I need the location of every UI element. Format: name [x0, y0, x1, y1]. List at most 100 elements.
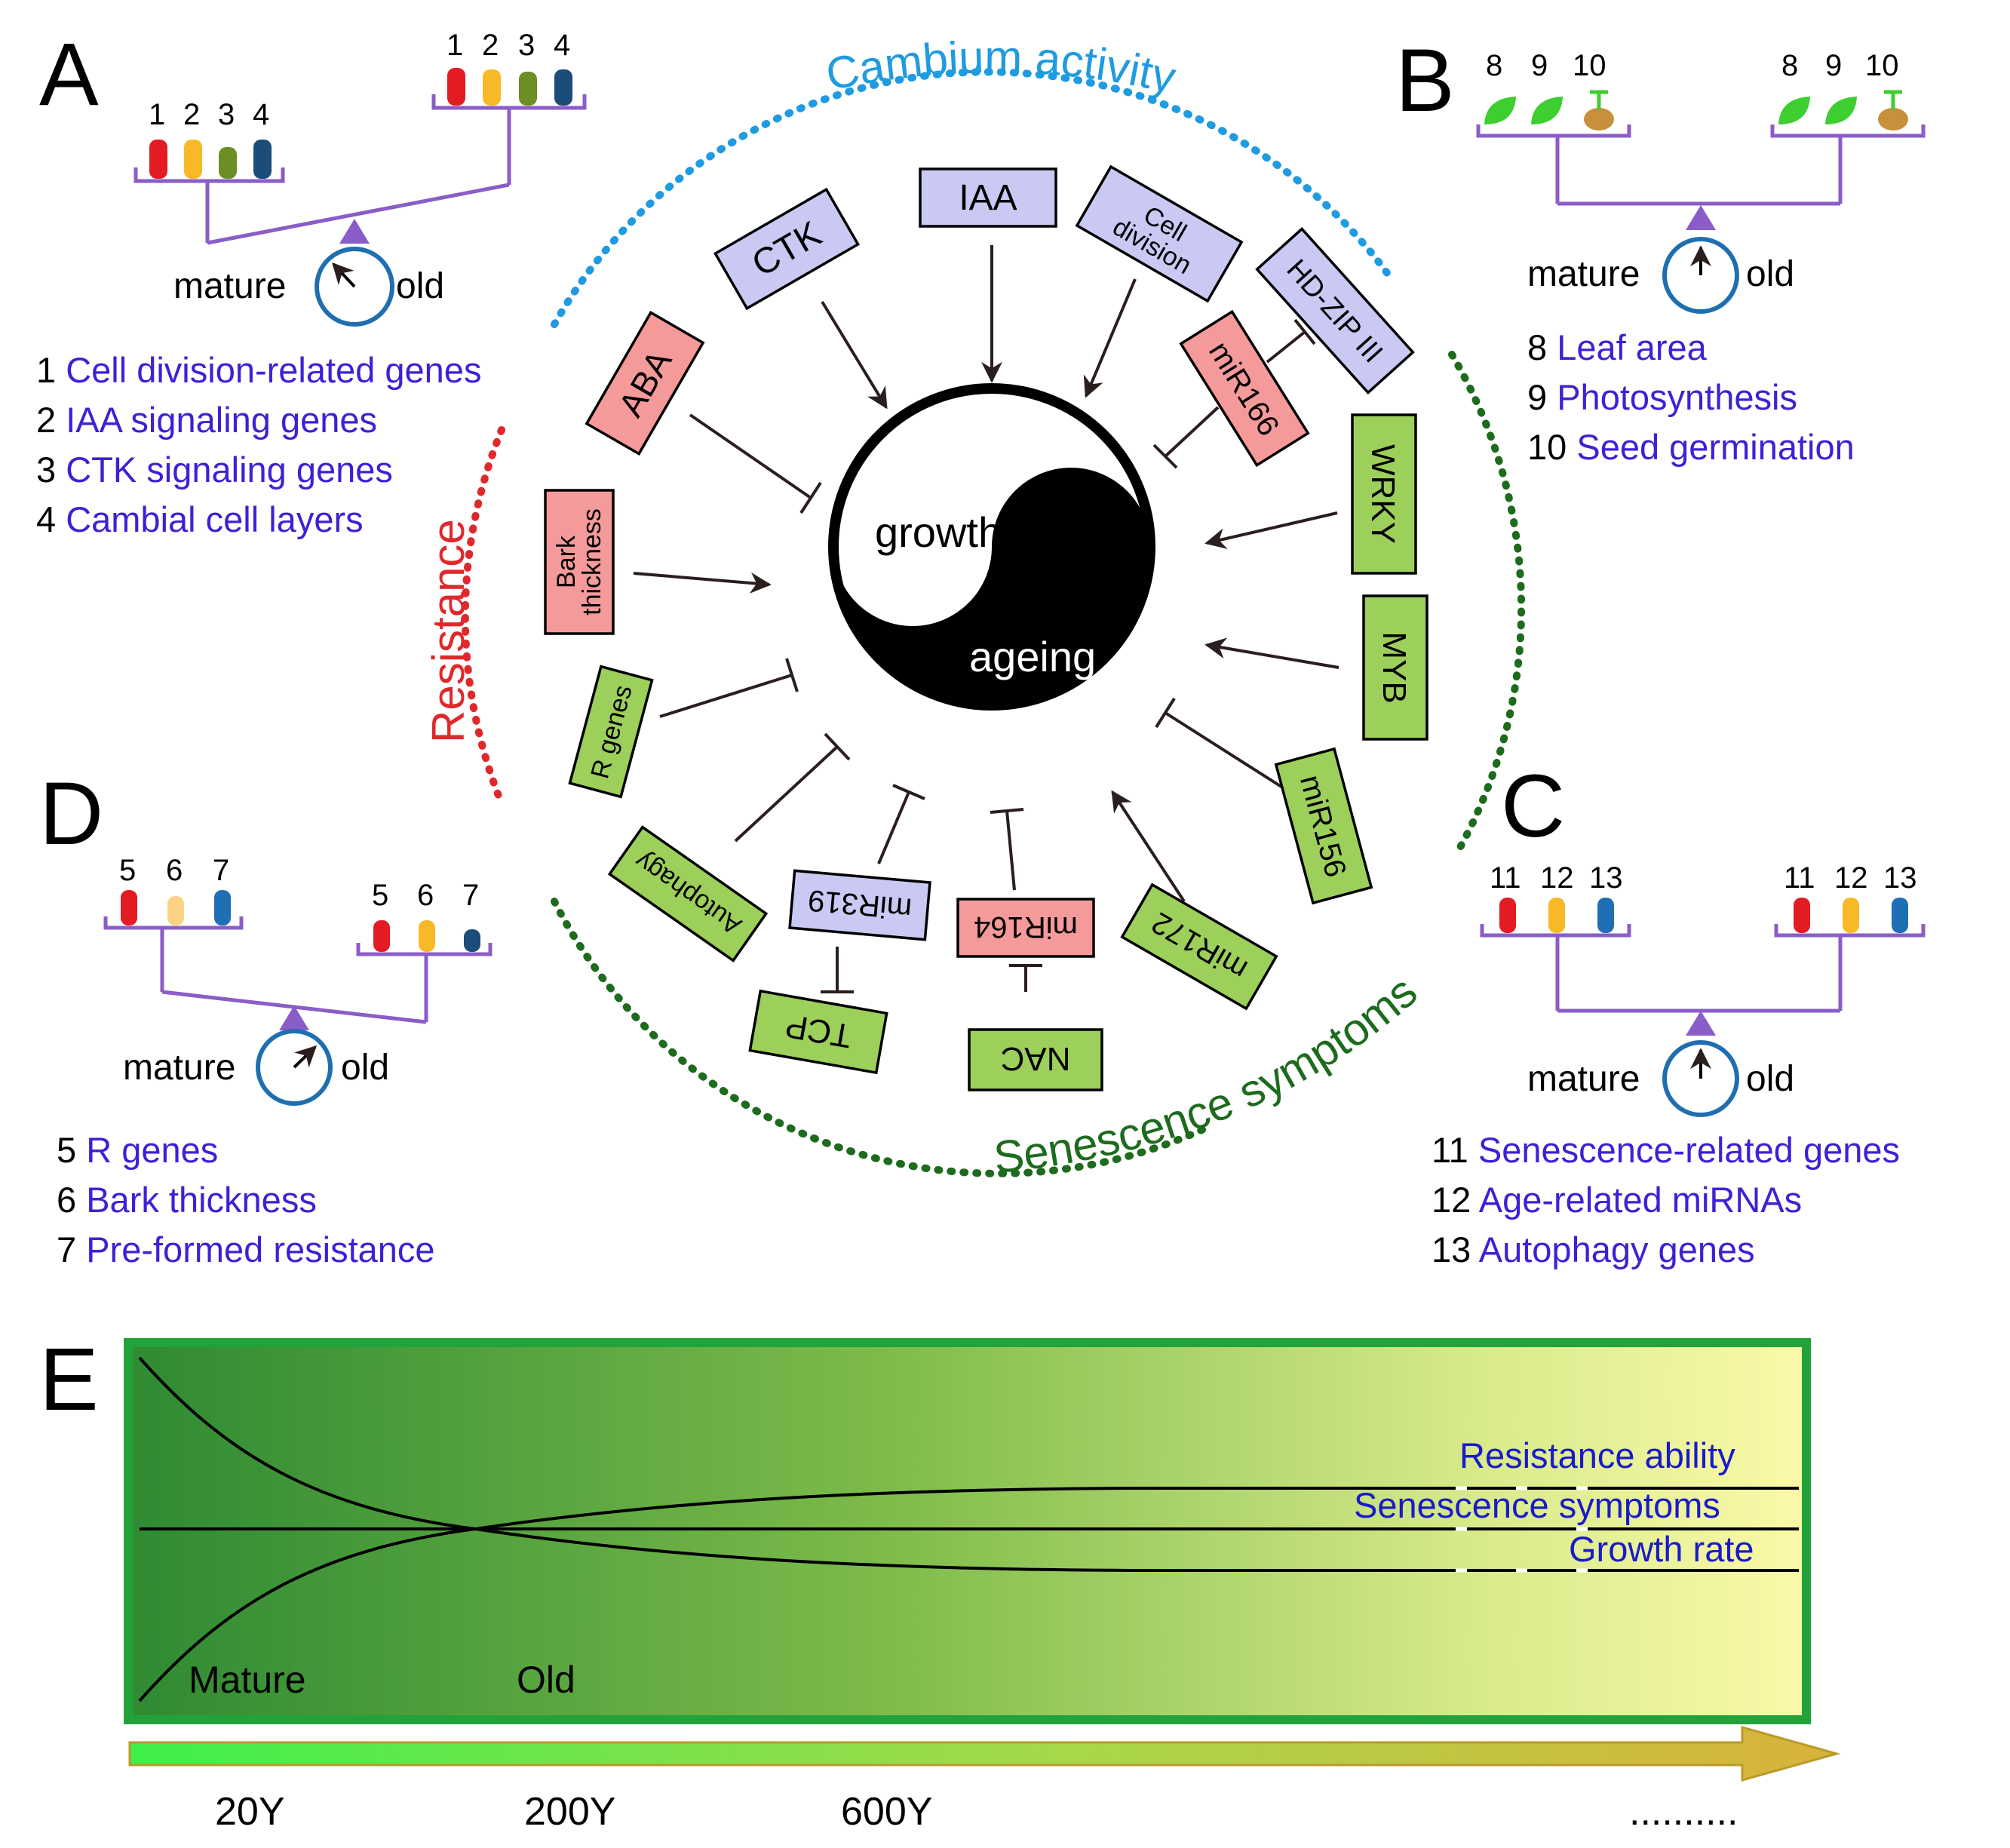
node-mir156: miR156 — [1274, 747, 1373, 905]
panel-letter-e: E — [39, 1330, 99, 1429]
bar-num: 9 — [1825, 49, 1843, 82]
legend-a: 1 Cell division-related genes 2 IAA sign… — [36, 345, 481, 545]
scale-b-leaves — [1484, 90, 1908, 130]
bar-num: 3 — [218, 98, 235, 131]
legend-item: 8 Leaf area — [1527, 327, 1707, 367]
bar-num: 11 — [1784, 861, 1815, 895]
old-label: old — [396, 266, 445, 306]
legend-item: 9 Photosynthesis — [1527, 377, 1797, 417]
svg-text:miR164: miR164 — [974, 910, 1078, 944]
bar-num: 2 — [482, 29, 499, 62]
node-tcp: TCP — [748, 989, 888, 1075]
svg-text:MYB: MYB — [1376, 631, 1413, 703]
node-aba: ABA — [585, 310, 705, 456]
curve-label-senescence: Senescence symptoms — [1354, 1485, 1720, 1525]
svg-text:thickness: thickness — [578, 508, 606, 615]
mature-label: mature — [173, 266, 287, 306]
bar-num: 2 — [183, 98, 201, 131]
cambium-arc — [551, 68, 1395, 328]
senescence-arc-left — [551, 898, 1211, 1177]
legend-c: 11 Senescence-related genes 12 Age-relat… — [1432, 1125, 1900, 1275]
bar-num: 8 — [1486, 49, 1503, 82]
node-bark-thickness: Bark thickness — [544, 489, 615, 635]
age-label: .......... — [1629, 1790, 1738, 1834]
svg-text:WRKY: WRKY — [1364, 444, 1401, 544]
bar-num: 12 — [1540, 861, 1574, 895]
legend-item: 1 Cell division-related genes — [36, 350, 482, 390]
svg-text:NAC: NAC — [1001, 1040, 1071, 1077]
legend-item: 6 Bark thickness — [57, 1180, 317, 1220]
bar-num: 9 — [1531, 49, 1548, 82]
scale-d-bars — [121, 890, 480, 952]
bar-num: 4 — [554, 29, 571, 62]
mature-label: mature — [123, 1048, 236, 1088]
legend-item: 3 CTK signaling genes — [36, 450, 393, 490]
svg-text:Bark: Bark — [552, 535, 581, 588]
panel-letter-d: D — [39, 764, 104, 864]
scale-d — [103, 916, 493, 1106]
stage-label-mature: Mature — [189, 1659, 306, 1701]
bar-num: 10 — [1865, 49, 1899, 82]
node-mir164: miR164 — [956, 898, 1095, 958]
node-mir172: miR172 — [1120, 883, 1278, 1011]
scale-a — [133, 94, 587, 327]
bar-num: 5 — [372, 879, 389, 912]
resistance-label: Resistance — [423, 519, 474, 743]
age-label: 20Y — [215, 1790, 285, 1834]
node-ctk: CTK — [713, 187, 861, 311]
yin-yang-symbol — [828, 383, 1155, 711]
bar-num: 4 — [253, 98, 270, 131]
bar-num: 13 — [1883, 861, 1917, 895]
legend-item: 5 R genes — [57, 1130, 219, 1170]
node-hd-zip-iii: HD-ZIP III — [1255, 227, 1415, 394]
legend-item: 2 IAA signaling genes — [36, 400, 378, 440]
legend-d: 5 R genes 6 Bark thickness 7 Pre-formed … — [57, 1125, 435, 1275]
legend-item: 11 Senescence-related genes — [1432, 1130, 1901, 1170]
bar-num: 11 — [1490, 861, 1521, 895]
scale-a-bars — [149, 68, 572, 179]
legend-item: 13 Autophagy genes — [1432, 1229, 1755, 1269]
bar-num: 3 — [518, 29, 535, 62]
bar-num: 10 — [1573, 49, 1606, 82]
node-nac: NAC — [968, 1028, 1103, 1091]
legend-b: 8 Leaf area 9 Photosynthesis 10 Seed ger… — [1527, 323, 1855, 472]
curve-label-growth: Growth rate — [1569, 1529, 1754, 1569]
resistance-arc — [461, 426, 505, 807]
panel-letter-a: A — [39, 25, 99, 124]
mature-label: mature — [1527, 1059, 1640, 1099]
senescence-arc-right — [1448, 351, 1526, 852]
mature-label: mature — [1527, 254, 1640, 294]
panel-letter-b: B — [1395, 31, 1455, 130]
legend-item: 7 Pre-formed resistance — [57, 1229, 435, 1269]
bar-num: 7 — [462, 879, 480, 912]
bar-num: 1 — [446, 29, 464, 62]
bar-num: 12 — [1834, 861, 1868, 895]
panel-e-box — [124, 1338, 1811, 1724]
node-mir319: miR319 — [788, 869, 931, 941]
panel-letter-c: C — [1501, 757, 1566, 856]
age-arrow — [128, 1726, 1841, 1782]
bar-num: 7 — [213, 854, 230, 887]
old-label: old — [1746, 1059, 1795, 1099]
node-mir166: miR166 — [1179, 309, 1310, 468]
old-label: old — [1746, 254, 1795, 294]
node-autophagy: Autophagy — [607, 825, 769, 962]
scale-c-bars — [1499, 898, 1908, 933]
age-label: 600Y — [841, 1790, 933, 1834]
bar-num: 8 — [1781, 49, 1799, 82]
node-r-genes: R genes — [568, 665, 654, 799]
cambium-activity-label: Cambium activity — [822, 32, 1180, 103]
bar-num: 5 — [119, 854, 137, 887]
bar-num: 13 — [1589, 861, 1623, 895]
growth-label: growth — [875, 508, 1002, 556]
age-label: 200Y — [524, 1790, 616, 1834]
node-iaa: IAA — [919, 167, 1057, 228]
node-cell-division: Cell division — [1075, 164, 1244, 303]
bar-num: 6 — [417, 879, 434, 912]
node-myb: MYB — [1362, 594, 1428, 741]
ageing-label: ageing — [969, 633, 1096, 680]
scale-c — [1480, 924, 1926, 1117]
old-label: old — [341, 1048, 390, 1088]
legend-item: 10 Seed germination — [1527, 427, 1855, 467]
